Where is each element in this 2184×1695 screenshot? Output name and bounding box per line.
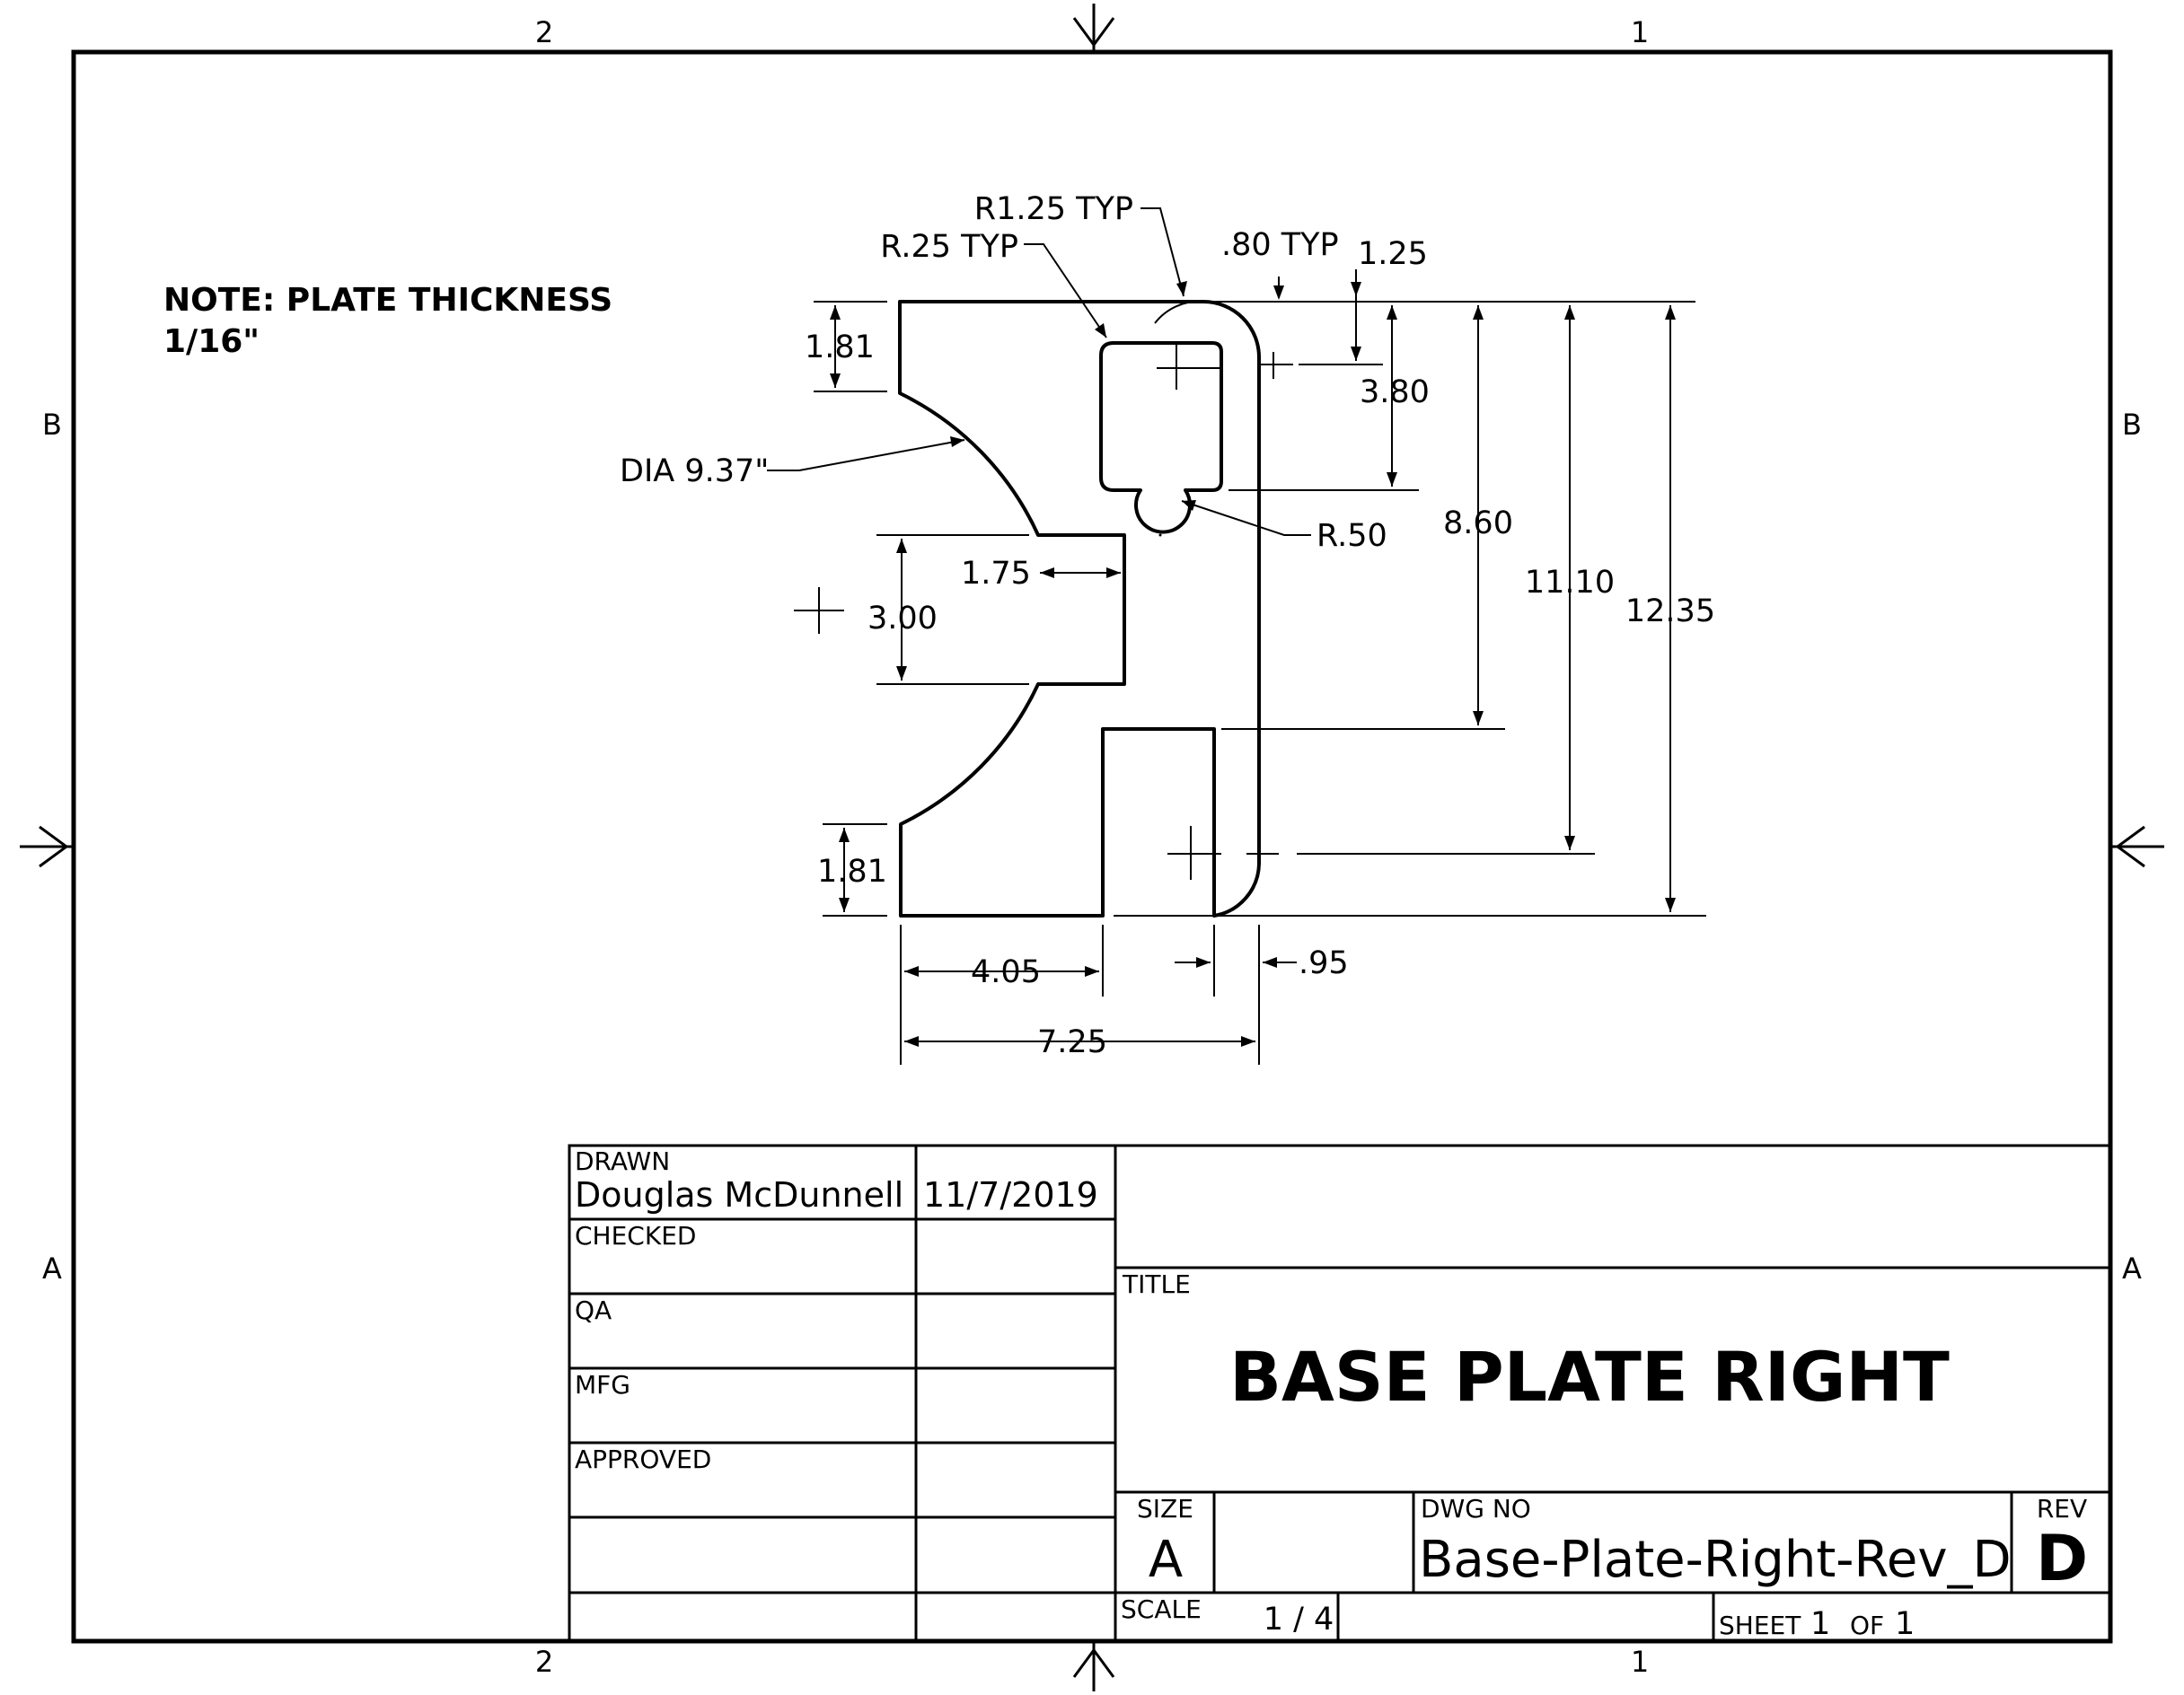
dim-860: 8.60: [1443, 505, 1513, 541]
keyhole-center-dot: [1158, 533, 1162, 537]
dimension-arrowheads: [830, 281, 1676, 1047]
dim-725: 7.25: [1037, 1024, 1107, 1060]
of-label: OF: [1850, 1611, 1884, 1640]
title-label: TITLE: [1122, 1269, 1191, 1299]
zone-left-a: A: [42, 1251, 62, 1286]
dim-175: 1.75: [961, 556, 1031, 592]
dim-dia-937: DIA 9.37": [620, 453, 769, 489]
checked-label: CHECKED: [575, 1221, 696, 1251]
zone-top-2: 2: [535, 15, 553, 49]
sheet-label: SHEET: [1719, 1611, 1801, 1640]
dim-r125-typ: R1.25 TYP: [974, 191, 1133, 227]
drawing-title: BASE PLATE RIGHT: [1229, 1337, 1950, 1417]
size-value: A: [1149, 1531, 1183, 1589]
corner-radius-phantom-arc: [1154, 300, 1204, 324]
sheet-number: 1: [1810, 1606, 1830, 1642]
centering-mark-right: [2110, 825, 2164, 868]
dim-380: 3.80: [1360, 374, 1430, 410]
slot-cutout: [1099, 341, 1223, 534]
drawn-date: 11/7/2019: [923, 1175, 1098, 1215]
sheet-total: 1: [1895, 1606, 1915, 1642]
dim-r25-typ: R.25 TYP: [880, 229, 1018, 265]
dim-95: .95: [1299, 945, 1349, 981]
center-mark-upper-right: [1257, 352, 1293, 379]
title-block: [568, 1144, 2112, 1643]
drawn-label: DRAWN: [575, 1146, 670, 1176]
dwg-no-value: Base-Plate-Right-Rev_D: [1419, 1531, 2012, 1589]
drawn-name: Douglas McDunnell: [575, 1175, 903, 1215]
dim-1110: 11.10: [1525, 565, 1615, 601]
rev-value: D: [2036, 1522, 2088, 1595]
approved-label: APPROVED: [575, 1445, 711, 1474]
dimension-lines: [767, 207, 1706, 1065]
dim-80-typ: .80 TYP: [1221, 227, 1339, 263]
scale-label: SCALE: [1121, 1594, 1202, 1624]
zone-bottom-2: 2: [535, 1645, 553, 1679]
dim-1235: 12.35: [1625, 593, 1715, 629]
center-mark-circle: [794, 587, 844, 634]
zone-right-b: B: [2122, 408, 2142, 442]
dim-181-bottom: 1.81: [817, 854, 887, 890]
dim-r50: R.50: [1317, 518, 1387, 554]
centering-mark-left: [20, 825, 74, 868]
dim-125: 1.25: [1358, 236, 1428, 272]
zone-right-a: A: [2122, 1251, 2142, 1286]
center-mark-slot: [1157, 345, 1220, 390]
dwg-no-label: DWG NO: [1421, 1494, 1531, 1524]
scale-value: 1 / 4: [1264, 1602, 1334, 1638]
size-label: SIZE: [1137, 1494, 1193, 1524]
zone-bottom-1: 1: [1631, 1645, 1649, 1679]
part-outline: [898, 300, 1261, 918]
mfg-label: MFG: [575, 1370, 630, 1400]
zone-left-b: B: [42, 408, 62, 442]
centering-mark-bottom: [1072, 1641, 1115, 1691]
dim-405: 4.05: [971, 954, 1041, 990]
centering-mark-top: [1072, 4, 1115, 52]
dim-181-top: 1.81: [805, 329, 875, 365]
center-mark-lower-right: [1167, 826, 1279, 880]
note-plate-thickness-value: 1/16": [163, 323, 260, 360]
zone-top-1: 1: [1631, 15, 1649, 49]
rev-label: REV: [2037, 1494, 2087, 1524]
dim-300: 3.00: [867, 601, 938, 637]
note-plate-thickness: NOTE: PLATE THICKNESS: [163, 282, 612, 319]
qa-label: QA: [575, 1295, 612, 1325]
